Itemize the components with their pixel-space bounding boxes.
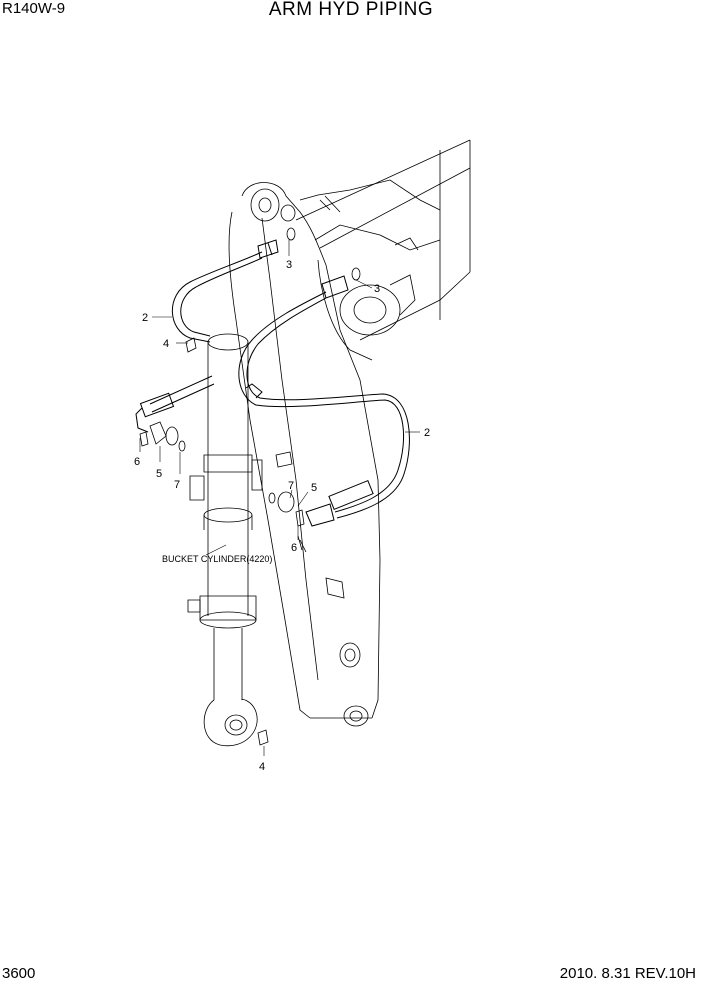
callout-4-upper: 4 bbox=[163, 338, 169, 350]
callout-3-right: 3 bbox=[374, 283, 380, 295]
revision-date: 2010. 8.31 REV.10H bbox=[559, 965, 696, 982]
o-ring-upper-right bbox=[351, 267, 361, 281]
clamp-left bbox=[165, 426, 179, 446]
bucket-cylinder bbox=[187, 333, 263, 747]
callouts: 2 2 3 3 4 4 5 5 6 6 7 7 BUCKET CYLINDER(… bbox=[134, 259, 430, 773]
bucket-cylinder-label: BUCKET CYLINDER(4220) bbox=[162, 554, 272, 564]
leader-lines bbox=[139, 240, 420, 756]
page-title: ARM HYD PIPING bbox=[268, 0, 434, 20]
flange-left bbox=[149, 421, 167, 445]
callout-2-right: 2 bbox=[424, 427, 430, 439]
arm-structure bbox=[228, 182, 381, 727]
plug-lower bbox=[257, 729, 269, 746]
callout-7-right: 7 bbox=[288, 480, 294, 492]
o-ring-left bbox=[178, 440, 186, 452]
bolt-left bbox=[139, 431, 149, 447]
page-number: 3600 bbox=[2, 965, 36, 982]
o-ring-upper-left bbox=[286, 227, 296, 241]
plug-upper bbox=[185, 337, 197, 353]
hose-right bbox=[238, 275, 410, 527]
callout-5-left: 5 bbox=[156, 468, 162, 480]
callout-2-left: 2 bbox=[142, 312, 148, 324]
callout-4-lower: 4 bbox=[259, 761, 265, 773]
boom-structure bbox=[295, 139, 471, 341]
hose-left bbox=[135, 239, 279, 433]
bolt-right bbox=[295, 509, 305, 527]
o-ring-right bbox=[268, 492, 276, 504]
clamp-right bbox=[277, 491, 295, 513]
callout-5-right: 5 bbox=[311, 482, 317, 494]
model-code: R140W-9 bbox=[2, 0, 66, 17]
fittings bbox=[139, 227, 361, 746]
callout-7-left: 7 bbox=[174, 479, 180, 491]
callout-3-left: 3 bbox=[286, 259, 292, 271]
callout-6-right: 6 bbox=[291, 542, 297, 554]
callout-6-left: 6 bbox=[134, 456, 140, 468]
